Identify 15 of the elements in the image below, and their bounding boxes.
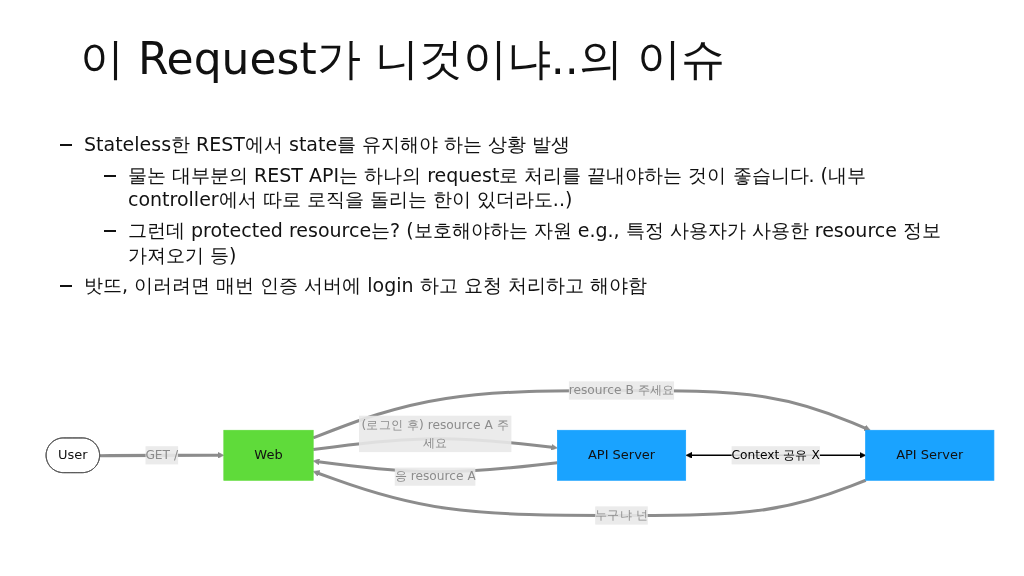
edge-label: Context 공유 X (731, 447, 820, 463)
bullet-text: 밧뜨, 이러려면 매번 인증 서버에 login 하고 요청 처리하고 해야함 (84, 273, 647, 299)
node-box: API Server (557, 429, 687, 481)
edge-label: (로그인 후) resource A 주세요 (361, 417, 509, 450)
slide-title: 이 Request가 니것이냐..의 이슈 (80, 32, 725, 86)
bullet-text: Stateless한 REST에서 state를 유지해야 하는 상황 발생 (84, 132, 571, 157)
node-box: API Server (865, 429, 995, 481)
edge-label: GET / (145, 447, 179, 463)
bullet-text: 물논 대부분의 REST API는 하나의 request로 처리를 끝내야하는 것이 좋습니다. (내부 controller에서 따로 로직을 돌리는 한이 있더라도..) (128, 162, 867, 213)
edge-label: 응 resource A (394, 469, 476, 484)
edge-label: resource B 주세요 (568, 382, 675, 398)
edge-label: 누구냐 넌 (595, 507, 648, 523)
node-box: Web (223, 429, 314, 481)
bullet-text: 그런데 protected resource는? (보호해야하는 자원 e.g., 특정 사용자가 사용한 resource 정보 가져오기 등) (128, 218, 942, 268)
arrow (312, 470, 867, 517)
